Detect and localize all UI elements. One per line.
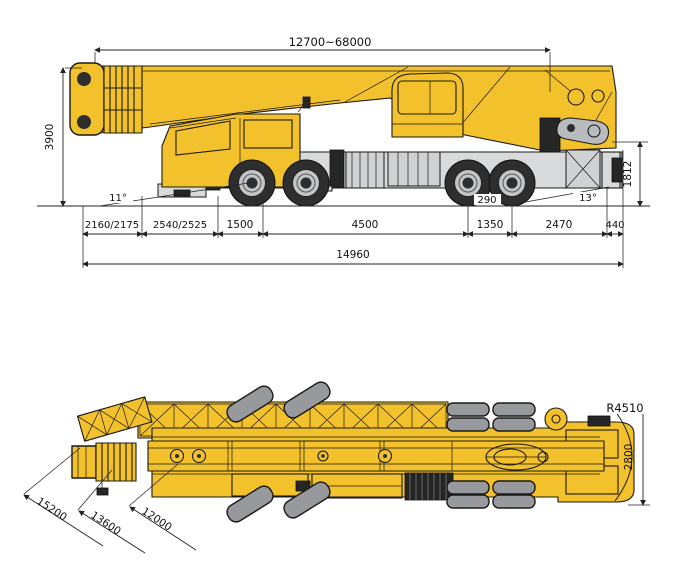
dim-label-length-0: 15200 [34, 495, 69, 523]
mirror [302, 96, 311, 109]
dim-label-segment-3: 4500 [352, 219, 379, 231]
rear-tire [446, 494, 490, 509]
rear-tire [446, 417, 490, 432]
dim-label-segment-6: 440 [605, 220, 624, 231]
dim-overall-height: 3900 [44, 67, 82, 207]
dim-label-segment-4: 1350 [477, 219, 504, 231]
dim-label-segment-1: 2540/2525 [153, 220, 207, 231]
operator-cab [391, 72, 464, 138]
dim-departure-angle: 13° [519, 186, 610, 204]
front-tire [283, 381, 331, 419]
rear-tire [446, 480, 490, 495]
dim-label-tail-radius: R4510 [606, 401, 643, 415]
dim-segment-row: 2160/2175 2540/2525 1500 4500 1350 2470 … [82, 150, 625, 268]
dim-overall-width: 2800 [623, 402, 650, 506]
dim-rear-height: 1812 [612, 141, 648, 207]
rear-tire [492, 480, 536, 495]
tires-top [226, 381, 536, 523]
dim-label-overall-height: 3900 [44, 124, 56, 151]
side-view-dimensions: 12700~68000 3900 1812 11° 13° 290 [44, 35, 648, 268]
spare-drum [544, 407, 568, 431]
dim-boom-length: 12700~68000 [94, 35, 551, 92]
rear-tire [446, 402, 490, 417]
lattice-jib-tip [76, 396, 153, 442]
boom-head-side [69, 62, 143, 136]
front-tire [226, 485, 274, 523]
main-boom-top [147, 407, 605, 472]
dim-label-approach-angle: 11° [109, 193, 127, 204]
front-tire [226, 385, 274, 423]
dim-ground-clearance: 290 [474, 194, 501, 206]
dim-overall-length: 14960 [82, 249, 624, 267]
dim-label-overall-length: 14960 [336, 249, 369, 261]
side-view [37, 62, 650, 207]
sheave-axle [77, 72, 91, 86]
dim-label-length-1: 13600 [88, 509, 123, 537]
dim-label-departure-angle: 13° [579, 193, 597, 204]
tail-radius-arc [614, 410, 633, 502]
dim-label-rear-height: 1812 [622, 161, 634, 188]
dim-label-length-2: 12000 [139, 505, 174, 533]
dim-label-segment-2: 1500 [227, 219, 254, 231]
counterweight-side [539, 117, 561, 153]
dim-label-boom-length: 12700~68000 [289, 35, 372, 49]
dim-label-ground-clearance: 290 [477, 195, 496, 206]
rear-tire [492, 494, 536, 509]
rear-tire [492, 417, 536, 432]
wheel [228, 159, 276, 207]
hook-block [556, 117, 610, 145]
dim-tail-radius: R4510 [597, 401, 653, 415]
rear-tire [492, 402, 536, 417]
wheel [282, 159, 330, 207]
boom-head-top [71, 442, 137, 496]
door-window [243, 119, 293, 149]
top-view [71, 381, 635, 523]
front-tire [283, 481, 331, 519]
dim-label-segment-5: 2470 [546, 219, 573, 231]
windshield [175, 120, 231, 156]
stowed-hook [96, 487, 109, 496]
dim-length-13600: 13600 [77, 469, 146, 554]
winch-drum [567, 88, 585, 106]
dim-approach-angle: 11° [99, 181, 256, 207]
dim-label-overall-width: 2800 [623, 444, 635, 471]
dim-label-segment-0: 2160/2175 [85, 220, 139, 231]
